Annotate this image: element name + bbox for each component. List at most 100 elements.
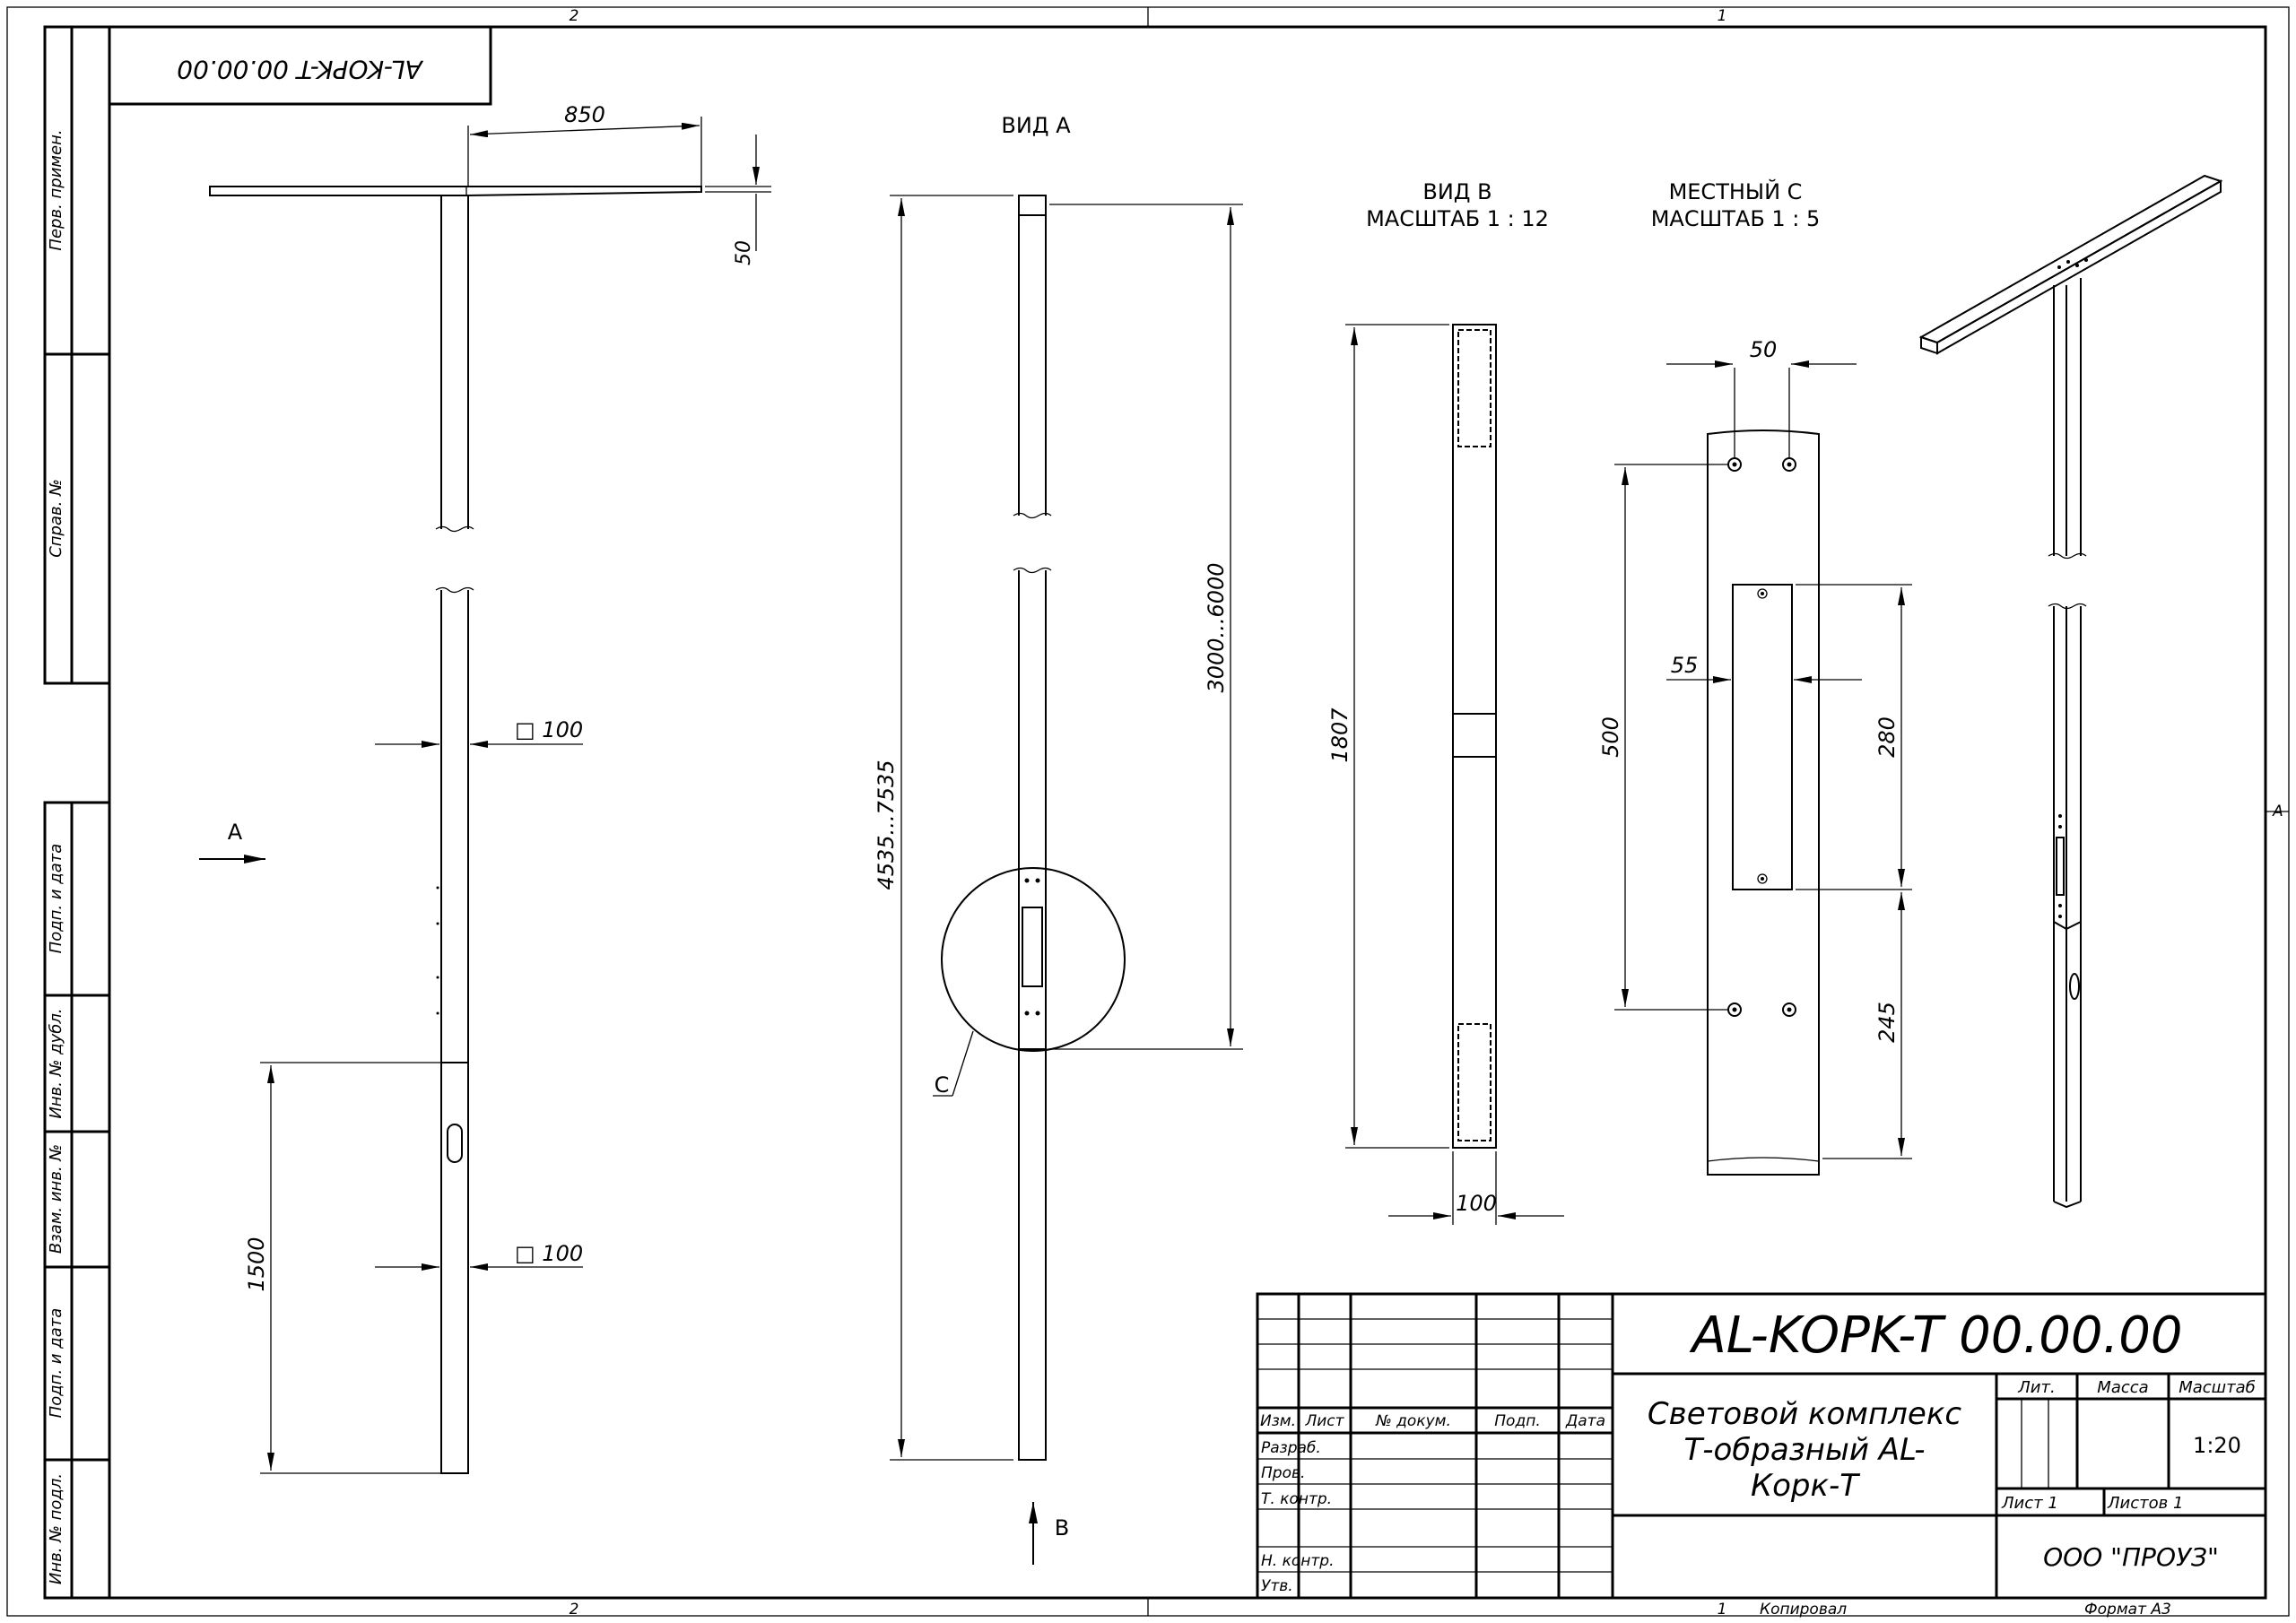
tb-sheet-label: Лист 1 [2001,1494,2058,1513]
iso-arm-front [1920,335,1938,355]
view-b-title: ВИД В [1422,179,1492,204]
tb-name-line-2: Т-образный AL- [1683,1432,1925,1468]
iso-arm-top [1918,174,2223,344]
side-sprav-no: Справ. № [47,479,65,558]
crossarm [209,186,702,196]
view-a-top-cap [1018,195,1047,216]
dim-vb-100-text: 100 [1456,1191,1497,1216]
dim-50-text: 50 [733,240,755,265]
detail-circle-c [941,867,1126,1052]
iso-hatch [2056,837,2065,896]
isometric-view [1918,174,2223,1209]
view-b-scale: МАСШТАБ 1 : 12 [1366,206,1549,231]
side-podp-data-2: Подп. и дата [47,1308,65,1419]
copied-label: Копировал [1760,1601,1847,1619]
iso-bottom [2053,1201,2082,1209]
local-c-outline [1707,430,1820,1176]
local-c-bolts [1727,457,1796,1017]
view-a-title: ВИД А [1001,113,1071,138]
dim-section-bottom-text: □ 100 [515,1241,583,1266]
tb-col-podp: Подп. [1494,1412,1540,1430]
view-b-panel-bottom [1457,1023,1492,1141]
view-b-panel-mid [1452,713,1497,758]
dim-c55-text: 55 [1671,653,1699,678]
callout-c-leader [952,1030,974,1097]
zone-label-top-right: 1 [1718,7,1727,25]
iso-arm-side [1936,179,2222,355]
iso-break-top [2048,552,2087,560]
pole-rivets [436,886,439,1015]
side-stamp-lower [43,801,111,1600]
local-c-scale: МАСШТАБ 1 : 5 [1651,206,1821,231]
tb-col-data: Дата [1565,1412,1605,1430]
dim-1500-text: 1500 [244,1237,269,1291]
view-a-hatch [1022,907,1043,987]
view-arrow-a-label: A [228,820,243,845]
dim-c50-text: 50 [1750,337,1778,362]
tb-name-line-3: Корк-Т [1751,1468,1860,1504]
dim-850-line [469,122,700,138]
local-c-title: МЕСТНЫЙ С [1669,178,1803,204]
view-arrow-b-label: B [1055,1515,1069,1541]
view-a-base [1018,1048,1047,1461]
tb-row-nkontr: Н. контр. [1261,1552,1334,1570]
local-view-c: МЕСТНЫЙ С МАСШТАБ 1 : 5 50 55 500 [1598,178,1912,1176]
tb-col-list: Лист [1304,1412,1344,1430]
tb-row-utv: Утв. [1261,1577,1293,1595]
service-hatch [447,1124,463,1163]
tb-scale-label: Масштаб [2179,1378,2256,1397]
dim-c245-text: 245 [1874,1002,1900,1043]
zone-label-bottom-left: 2 [570,1601,579,1619]
view-a-break-top [1013,512,1052,519]
dim-c500-text: 500 [1598,716,1623,758]
iso-base-seam [2053,921,2082,931]
side-perv-primen: Перв. примен. [47,129,65,250]
dim-total-text: 4535...7535 [874,759,899,890]
break-line-bottom [435,586,474,594]
tb-mass-label: Масса [2097,1378,2148,1397]
side-podp-data-1: Подп. и дата [47,844,65,954]
tb-company: ООО "ПРОУЗ" [2043,1542,2219,1572]
zone-label-bottom-right: 1 [1718,1601,1727,1619]
side-vzam-inv: Взам. инв. № [47,1144,65,1254]
title-block-outline [1256,1292,2267,1600]
mirror-code: AL-KOPK-T 00.00.00 [177,55,424,84]
tb-lit-label: Лит. [2017,1378,2055,1397]
tb-sheets-label: Листов 1 [2107,1494,2183,1513]
view-a: ВИД А C 4535...7535 3000...6000 B [874,113,1243,1565]
tb-doc-code: AL-KOPK-T 00.00.00 [1689,1306,2182,1365]
dim-section-top-text: □ 100 [515,717,583,742]
tb-col-izm: Изм. [1260,1412,1296,1430]
format-label: Формат А3 [2084,1601,2171,1619]
view-a-bolts [1024,878,1040,1016]
frame: 2 1 2 1 A Копировал Формат А3 AL-KOPK-T … [6,6,2290,1619]
tb-col-doc: № докум. [1375,1412,1451,1430]
title-block: AL-KOPK-T 00.00.00 Световой комплекс Т-о… [1256,1292,2267,1600]
tb-row-tkontr: Т. контр. [1261,1490,1332,1508]
pole-base [440,1062,469,1474]
main-view: 850 50 □ 100 □ 100 1500 A [199,102,771,1474]
dim-c280-text: 280 [1874,716,1900,758]
dim-850-text: 850 [564,102,605,127]
tb-row-razrab: Разраб. [1261,1439,1321,1457]
iso-bolts [2058,814,2062,918]
zone-label-right: A [2272,803,2283,820]
iso-base-hatch [2069,973,2080,1000]
tb-row-prov: Пров. [1261,1464,1305,1482]
iso-arm-bolts [2057,258,2088,269]
local-c-hatch [1732,584,1793,890]
view-b-panel-top [1457,329,1492,447]
dim-pole-text: 3000...6000 [1204,562,1229,692]
view-a-break-bottom [1013,567,1052,574]
side-inv-podl: Инв. № подл. [47,1473,65,1584]
dim-1807-text: 1807 [1327,707,1352,763]
tb-name-line-1: Световой комплекс [1648,1396,1961,1432]
break-line-top [435,525,474,533]
callout-c-label: C [935,1072,950,1098]
tb-scale-value: 1:20 [2193,1433,2241,1458]
side-stamp: Перв. примен. Справ. № Подп. и дата Инв.… [43,25,111,1600]
local-c-bottom-band [1707,1157,1820,1162]
view-b: ВИД В МАСШТАБ 1 : 12 1807 100 [1327,179,1564,1225]
side-inv-dubl: Инв. № дубл. [47,1008,65,1118]
